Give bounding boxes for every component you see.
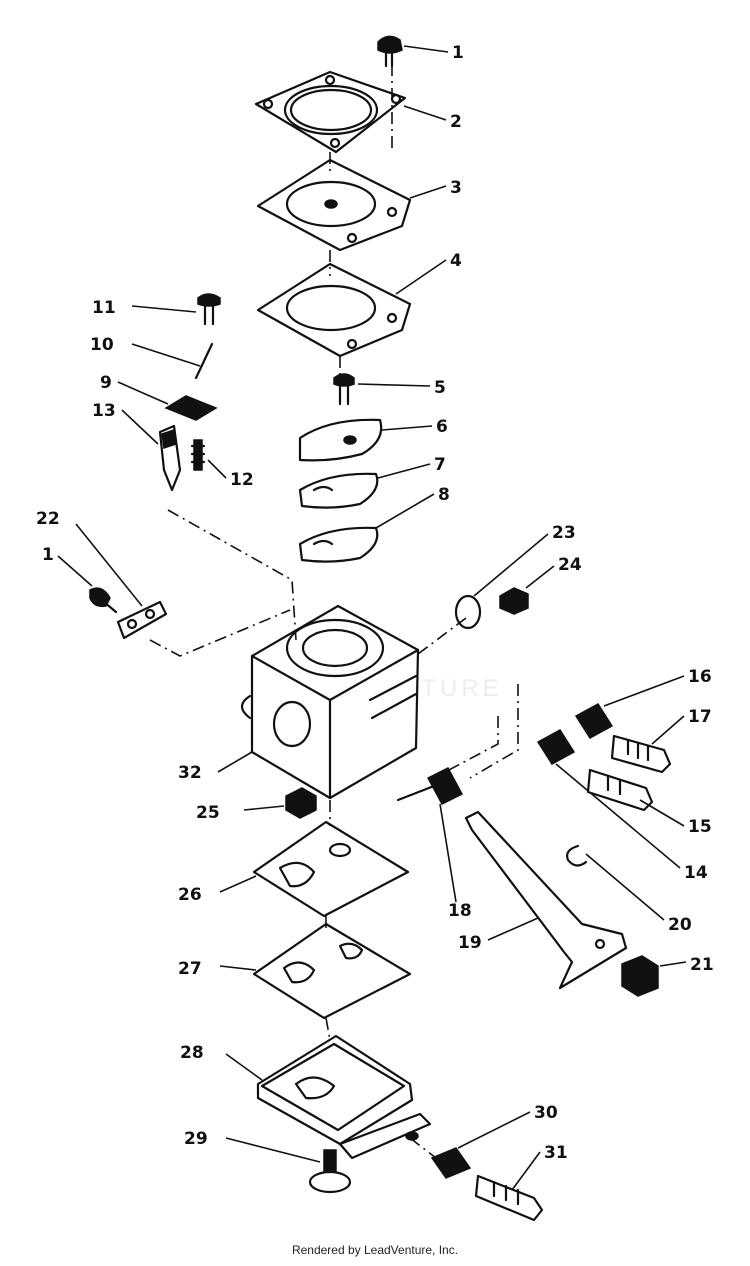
label-29: 29 — [184, 1129, 208, 1149]
part-27-pump-gasket[interactable] — [252, 922, 412, 1020]
label-13: 13 — [92, 401, 116, 421]
part-5-screw[interactable] — [333, 373, 355, 406]
part-13-inlet-needle[interactable] — [158, 424, 182, 492]
label-21: 21 — [690, 955, 714, 975]
part-12-spring[interactable] — [190, 439, 206, 471]
label-24: 24 — [558, 555, 582, 575]
footer-credit: Rendered by LeadVenture, Inc. — [291, 1243, 459, 1257]
part-11-screw[interactable] — [197, 293, 221, 326]
part-4-gasket[interactable] — [256, 262, 412, 358]
label-22: 22 — [36, 509, 60, 529]
part-17-high-speed-needle[interactable] — [610, 734, 672, 774]
part-24-nut[interactable] — [499, 587, 529, 615]
label-18: 18 — [448, 901, 472, 921]
part-28-pump-cover[interactable] — [256, 1034, 432, 1160]
label-7: 7 — [434, 455, 446, 475]
label-20: 20 — [668, 915, 692, 935]
part-29-screw[interactable] — [308, 1149, 352, 1194]
part-16-spring[interactable] — [574, 703, 614, 739]
label-27: 27 — [178, 959, 202, 979]
label-31: 31 — [544, 1143, 568, 1163]
part-10-pin[interactable] — [194, 342, 214, 380]
label-6: 6 — [436, 417, 448, 437]
part-31-idle-screw[interactable] — [474, 1174, 544, 1222]
part-30-spring[interactable] — [430, 1147, 472, 1179]
label-23: 23 — [552, 523, 576, 543]
label-17: 17 — [688, 707, 712, 727]
label-4: 4 — [450, 251, 462, 271]
label-16: 16 — [688, 667, 712, 687]
label-28: 28 — [180, 1043, 204, 1063]
part-26-pump-diaphragm[interactable] — [252, 820, 410, 918]
label-5: 5 — [434, 378, 446, 398]
label-1-side: 1 — [42, 545, 54, 565]
label-25: 25 — [196, 803, 220, 823]
part-25-filter[interactable] — [285, 787, 317, 819]
part-18-throttle-spring[interactable] — [396, 767, 464, 805]
label-9: 9 — [100, 373, 112, 393]
label-10: 10 — [90, 335, 114, 355]
part-21-nut[interactable] — [621, 955, 659, 997]
part-3-diaphragm[interactable] — [256, 158, 412, 252]
label-3: 3 — [450, 178, 462, 198]
label-32: 32 — [178, 763, 202, 783]
label-12: 12 — [230, 470, 254, 490]
part-1-screw[interactable] — [377, 35, 403, 68]
part-9-inlet-lever[interactable] — [164, 395, 218, 421]
part-22-side-plate[interactable] — [116, 600, 168, 640]
part-19-throttle-shaft[interactable] — [464, 810, 628, 990]
label-15: 15 — [688, 817, 712, 837]
part-1-side-screw[interactable] — [89, 587, 118, 614]
part-20-clip[interactable] — [566, 844, 588, 867]
part-8-lever-cover[interactable] — [298, 526, 379, 563]
label-14: 14 — [684, 863, 708, 883]
label-19: 19 — [458, 933, 482, 953]
label-1-top: 1 — [452, 43, 464, 63]
part-2-cover[interactable] — [254, 70, 407, 154]
label-26: 26 — [178, 885, 202, 905]
part-14-spring[interactable] — [536, 729, 576, 765]
part-6-metering-lever[interactable] — [298, 418, 383, 462]
part-32-carburetor-body[interactable] — [240, 604, 420, 800]
part-15-low-speed-needle[interactable] — [586, 768, 654, 812]
label-11: 11 — [92, 298, 116, 318]
label-8: 8 — [438, 485, 450, 505]
label-2: 2 — [450, 112, 462, 132]
part-7-lever-pin[interactable] — [298, 472, 379, 509]
label-30: 30 — [534, 1103, 558, 1123]
